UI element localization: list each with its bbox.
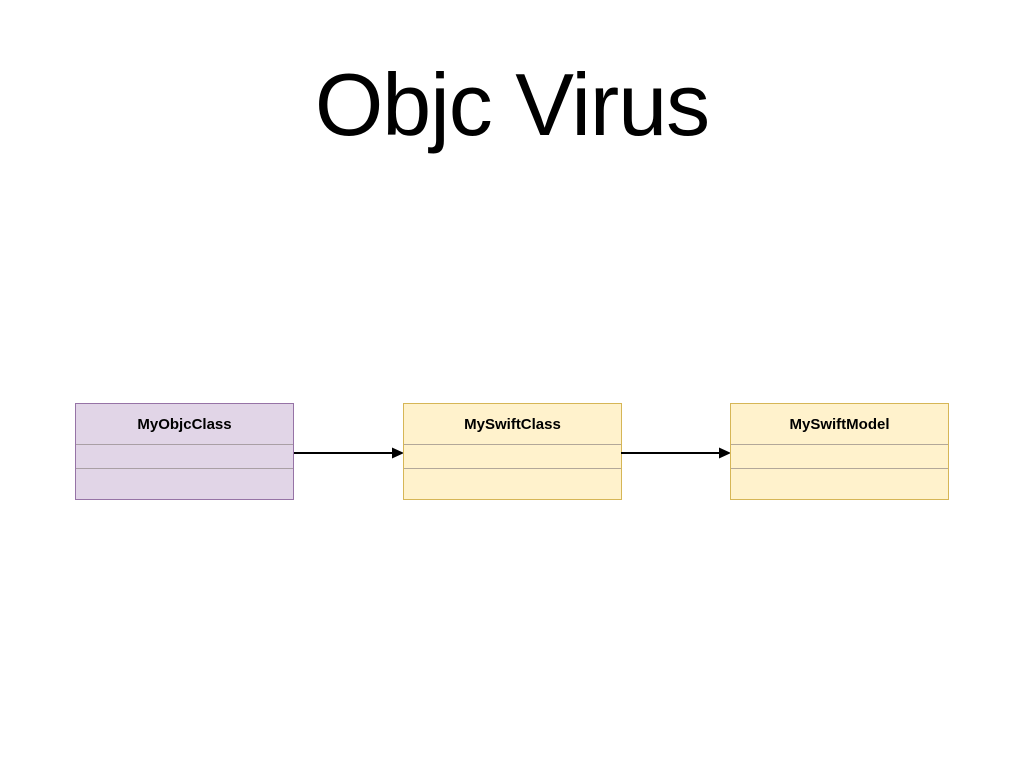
uml-connection-objc-to-swift[interactable] bbox=[294, 446, 404, 460]
uml-class-name: MyObjcClass bbox=[137, 416, 232, 433]
uml-compartment-divider bbox=[76, 444, 293, 445]
uml-methods-compartment bbox=[731, 469, 948, 499]
uml-attributes-compartment bbox=[731, 445, 948, 468]
uml-class-name: MySwiftModel bbox=[789, 416, 890, 433]
uml-class-myswiftmodel[interactable]: MySwiftModel bbox=[730, 403, 949, 500]
page-title: Objc Virus bbox=[314, 55, 710, 154]
uml-class-myobjcclass[interactable]: MyObjcClass bbox=[75, 403, 294, 500]
uml-class-myswiftclass[interactable]: MySwiftClass bbox=[403, 403, 622, 500]
uml-methods-compartment bbox=[76, 469, 293, 499]
uml-attributes-compartment bbox=[76, 445, 293, 468]
uml-compartment-divider bbox=[76, 468, 293, 469]
uml-connection-swift-to-model[interactable] bbox=[621, 446, 731, 460]
uml-class-name: MySwiftClass bbox=[464, 416, 561, 433]
uml-compartment-divider bbox=[404, 468, 621, 469]
uml-compartment-divider bbox=[404, 444, 621, 445]
uml-attributes-compartment bbox=[404, 445, 621, 468]
uml-compartment-divider bbox=[731, 468, 948, 469]
uml-methods-compartment bbox=[404, 469, 621, 499]
uml-compartment-divider bbox=[731, 444, 948, 445]
